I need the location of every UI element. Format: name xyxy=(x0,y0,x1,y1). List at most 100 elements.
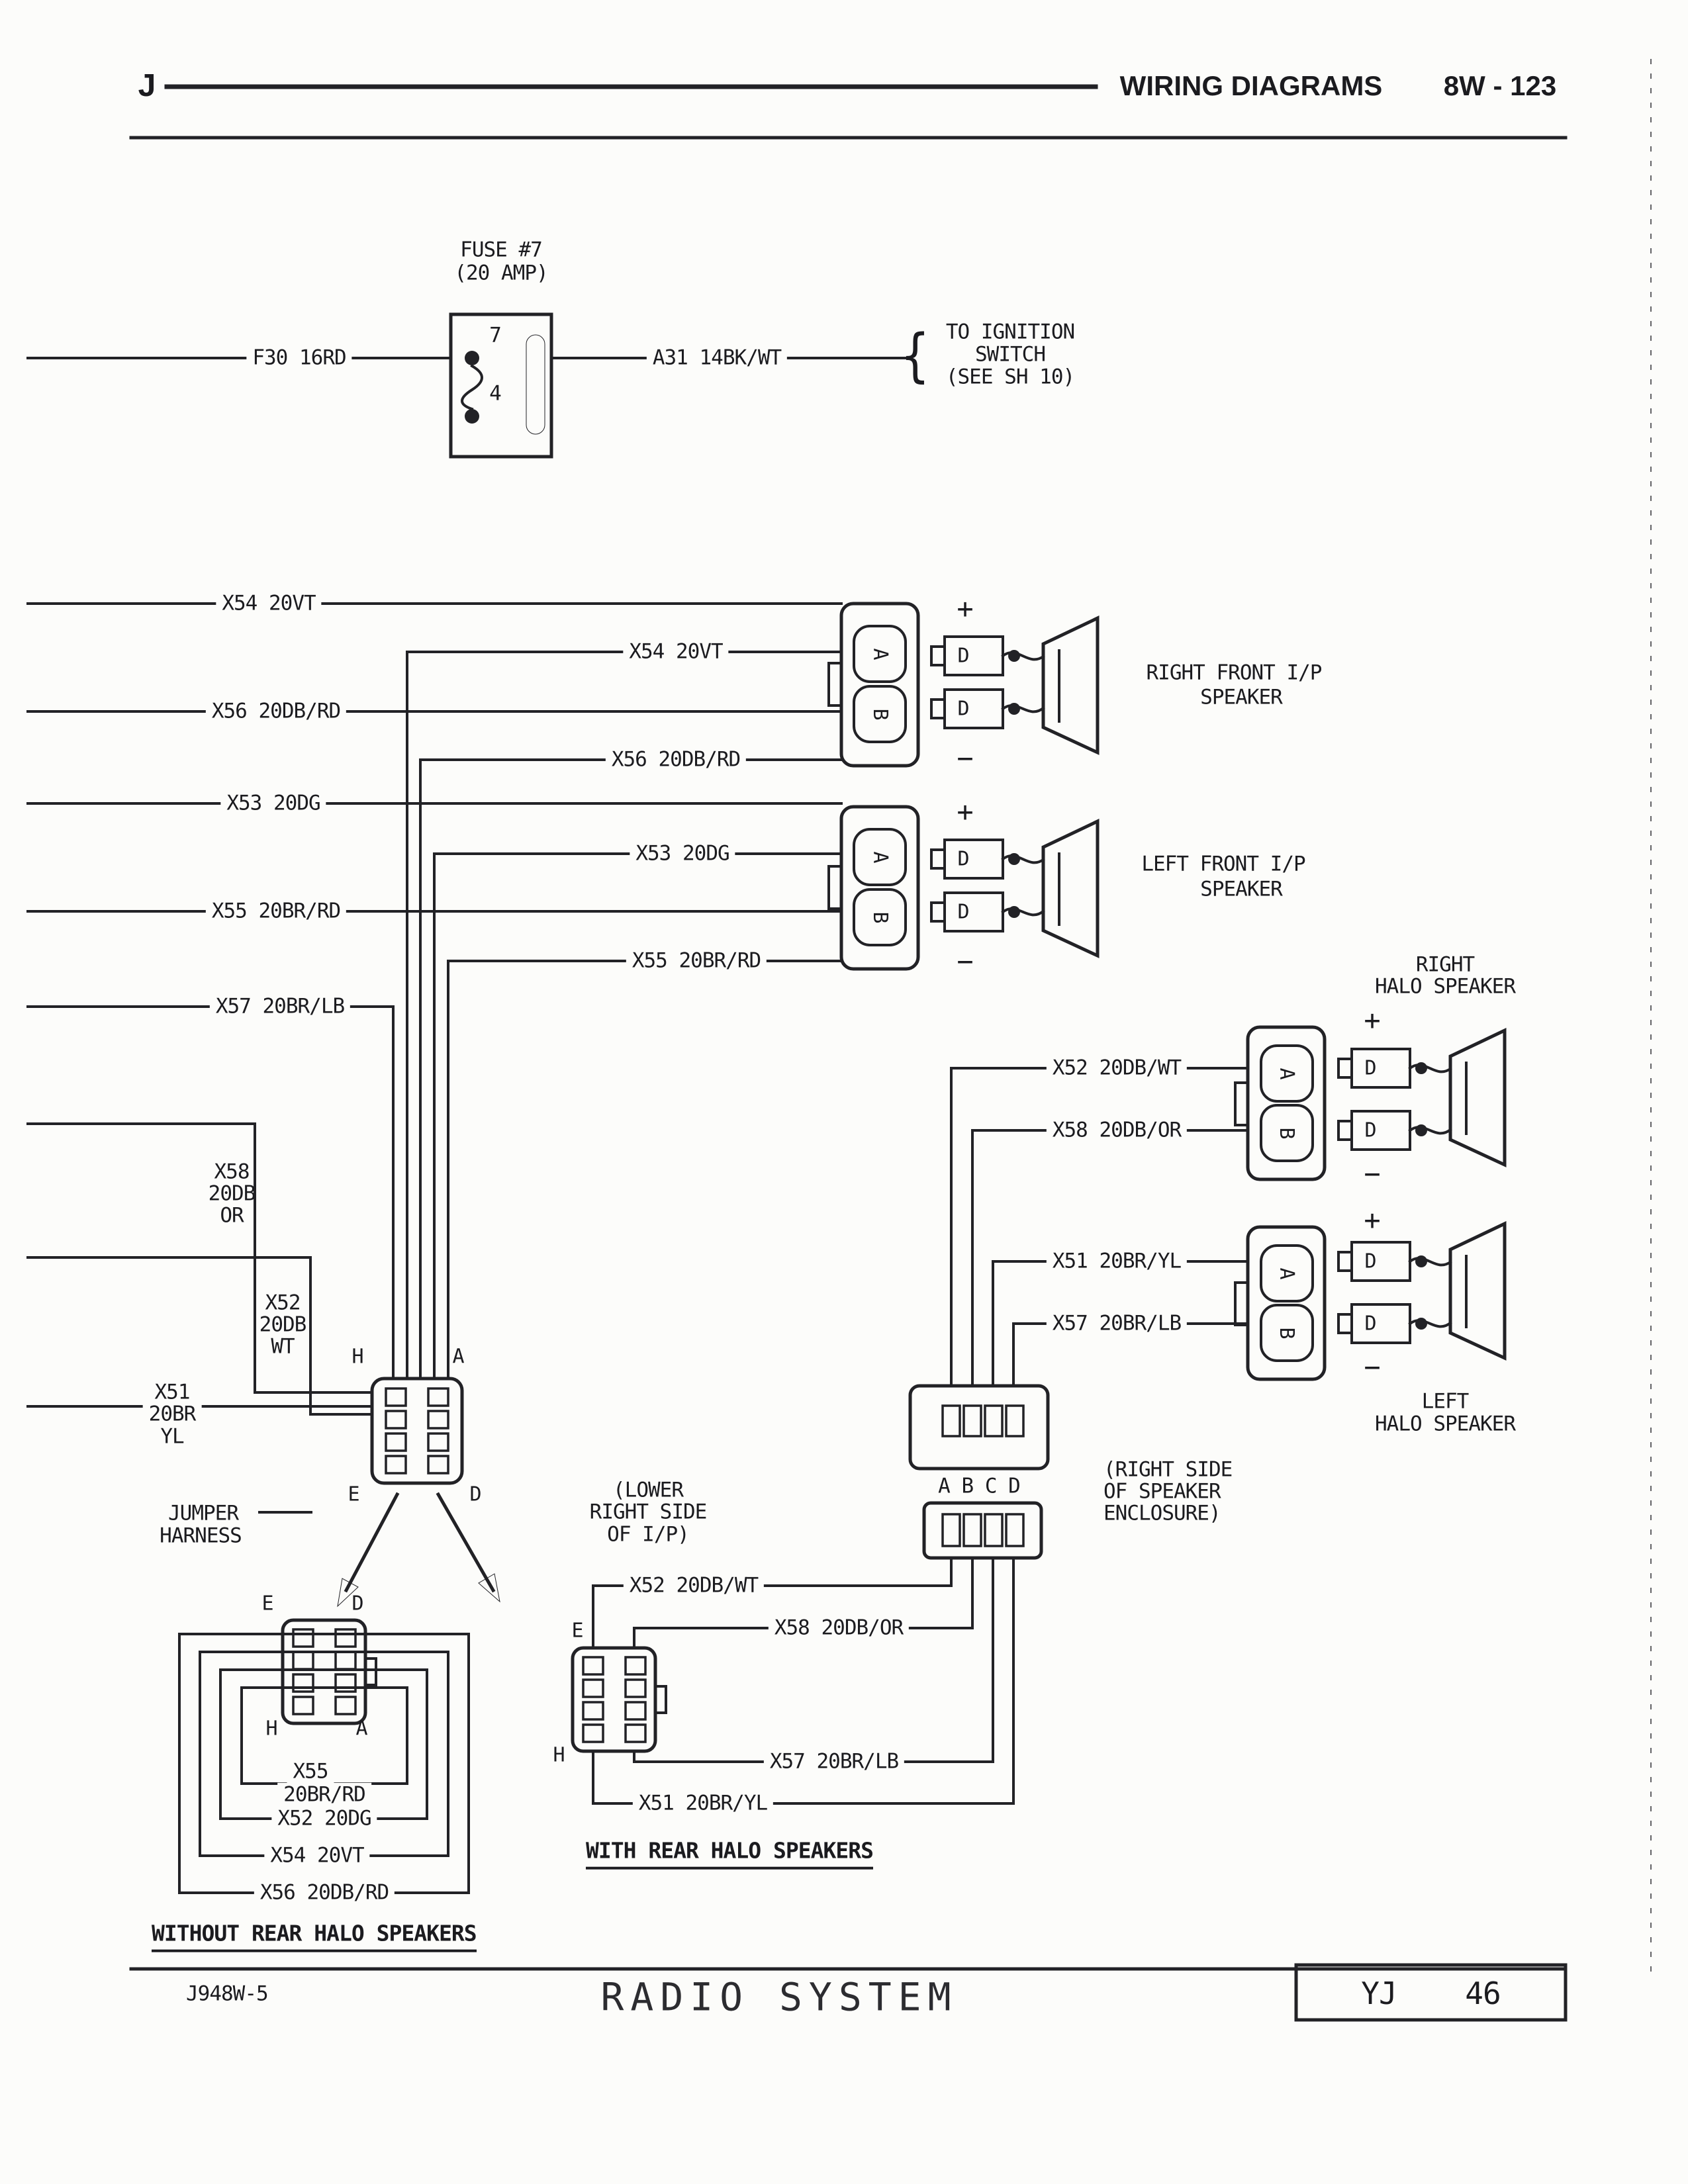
right-halo-speaker-icon xyxy=(1337,1028,1507,1167)
fuse-cavity-top: 7 xyxy=(489,323,502,347)
lh-pin-b-label: B xyxy=(1274,1327,1298,1339)
wo-wire-x55-2: 20BR/RD xyxy=(277,1782,371,1807)
wire-label-x52-stack-2: 20DB xyxy=(259,1312,307,1337)
jumper-arrows xyxy=(258,1492,500,1608)
left-front-connector xyxy=(827,805,920,971)
rh-terminal-d2: D xyxy=(1364,1118,1376,1142)
wire-label-x57-left: X57 20BR/LB xyxy=(209,994,351,1019)
lh-speaker-name-2: HALO SPEAKER xyxy=(1375,1412,1516,1436)
radio-conn-pin-a: A xyxy=(452,1345,464,1369)
right-front-connector xyxy=(827,602,920,768)
without-halo-title: WITHOUT REAR HALO SPEAKERS xyxy=(152,1922,477,1952)
lh-terminal-d1: D xyxy=(1364,1250,1376,1273)
wire-label-f30: F30 16RD xyxy=(246,345,352,371)
lh-plus-sign: + xyxy=(1364,1203,1381,1236)
wire-label-x56-inner: X56 20DB/RD xyxy=(605,747,747,772)
rh-terminal-d1: D xyxy=(1364,1056,1376,1080)
right-halo-connector xyxy=(1234,1025,1327,1181)
lf-pin-a-label: A xyxy=(868,851,892,863)
left-halo-speaker-icon xyxy=(1337,1221,1507,1361)
left-front-speaker-icon xyxy=(930,819,1100,958)
jumper-harness-label-1: JUMPER xyxy=(168,1501,239,1525)
wr-wire-x51: X51 20BR/YL xyxy=(632,1791,774,1816)
wr-wire-x58: X58 20DB/OR xyxy=(768,1615,910,1641)
rf-speaker-name-2: SPEAKER xyxy=(1200,685,1283,709)
wo-wire-x56: X56 20DB/RD xyxy=(254,1880,395,1905)
wire-label-x52-stack-1: X52 xyxy=(265,1291,301,1315)
lf-terminal-d2: D xyxy=(957,900,969,924)
enclosure-loc-2: OF SPEAKER xyxy=(1103,1479,1221,1504)
header-section-letter: J xyxy=(138,68,156,103)
radio-connector xyxy=(370,1377,464,1485)
rf-pin-a-label: A xyxy=(868,648,892,660)
lf-speaker-name-1: LEFT FRONT I/P xyxy=(1141,852,1305,876)
enclosure-loc-3: ENCLOSURE) xyxy=(1103,1501,1221,1525)
wo-wire-x52: X52 20DG xyxy=(271,1806,377,1831)
rf-speaker-name-1: RIGHT FRONT I/P xyxy=(1146,660,1323,685)
wire-label-x51-stack-3: YL xyxy=(154,1424,190,1449)
ignition-dest-line2: SWITCH xyxy=(975,342,1046,367)
fuse-box xyxy=(449,312,553,459)
fuse-cavity-bottom: 4 xyxy=(489,381,502,406)
fuse-element xyxy=(526,334,545,435)
rh-pin-a-label: A xyxy=(1274,1068,1298,1079)
enclosure-loc-1: (RIGHT SIDE xyxy=(1103,1457,1233,1482)
wire-label-a31: A31 14BK/WT xyxy=(646,345,788,371)
wire-label-x58-stack-3: OR xyxy=(220,1203,244,1228)
lf-terminal-d1: D xyxy=(957,847,969,871)
ip-location-2: RIGHT SIDE xyxy=(589,1500,708,1524)
wire-label-x58-stack-2: 20DB xyxy=(208,1181,256,1206)
rh-minus-sign: − xyxy=(1364,1157,1381,1190)
wr-wire-x57: X57 20BR/LB xyxy=(763,1749,905,1774)
rh-pin-b-label: B xyxy=(1274,1127,1298,1139)
header-title: WIRING DIAGRAMS xyxy=(1119,69,1383,101)
left-harness-wires xyxy=(26,602,843,1416)
lf-plus-sign: + xyxy=(957,795,974,828)
rh-speaker-name-1: RIGHT xyxy=(1415,952,1475,977)
wire-label-x51-stack-1: X51 xyxy=(148,1380,196,1405)
enclosure-pins-abcd: A B C D xyxy=(938,1474,1021,1498)
lh-pin-a-label: A xyxy=(1274,1267,1298,1279)
rf-pin-b-label: B xyxy=(868,708,892,720)
lf-speaker-name-2: SPEAKER xyxy=(1200,877,1283,901)
lf-pin-b-label: B xyxy=(868,911,892,923)
rf-minus-sign: − xyxy=(957,741,974,774)
jumper-harness-label-2: HARNESS xyxy=(160,1524,242,1548)
footer-title: RADIO SYSTEM xyxy=(600,1974,958,2020)
lh-terminal-d2: D xyxy=(1364,1312,1376,1336)
wire-label-x52-stack-3: WT xyxy=(271,1334,295,1359)
enclosure-connector xyxy=(908,1384,1050,1805)
wire-label-x54-left: X54 20VT xyxy=(216,591,322,616)
halo-speaker-wires xyxy=(950,1067,1249,1387)
wire-label-x58-halo: X58 20DB/OR xyxy=(1046,1118,1188,1143)
wire-label-x51-halo: X51 20BR/YL xyxy=(1046,1249,1188,1274)
wire-label-x55-left: X55 20BR/RD xyxy=(205,899,347,924)
rh-plus-sign: + xyxy=(1364,1003,1381,1036)
ip-location-3: OF I/P) xyxy=(607,1522,690,1547)
wire-label-x57-halo: X57 20BR/LB xyxy=(1046,1311,1188,1336)
wire-label-x52-halo: X52 20DB/WT xyxy=(1046,1056,1188,1081)
wo-conn-pin-e: E xyxy=(261,1592,273,1615)
left-halo-connector xyxy=(1234,1225,1327,1381)
wo-conn-pin-h: H xyxy=(265,1717,277,1741)
rf-terminal-d2: D xyxy=(957,697,969,721)
wire-label-x56-left: X56 20DB/RD xyxy=(205,699,347,724)
wo-wire-x54: X54 20VT xyxy=(264,1843,370,1868)
sheet-number-box xyxy=(1294,1963,1568,2022)
wr-wire-x52: X52 20DB/WT xyxy=(623,1573,765,1598)
ignition-dest-line1: TO IGNITION xyxy=(945,320,1075,344)
wr-conn-pin-e: E xyxy=(571,1619,583,1643)
wo-conn-pin-a: A xyxy=(355,1717,367,1741)
lh-minus-sign: − xyxy=(1364,1350,1381,1383)
footer-sheet-number: 46 xyxy=(1465,1975,1501,2011)
wo-conn-pin-d: D xyxy=(352,1592,363,1615)
fuse-name: FUSE #7 xyxy=(460,238,543,262)
wire-label-x54-inner: X54 20VT xyxy=(623,639,729,664)
right-front-speaker-icon xyxy=(930,615,1100,755)
rh-speaker-name-2: HALO SPEAKER xyxy=(1375,974,1516,999)
with-halo-title: WITH REAR HALO SPEAKERS xyxy=(586,1839,874,1870)
header-page-ref: 8W - 123 xyxy=(1443,69,1557,101)
rf-terminal-d1: D xyxy=(957,644,969,668)
lh-speaker-name-1: LEFT xyxy=(1421,1389,1470,1414)
